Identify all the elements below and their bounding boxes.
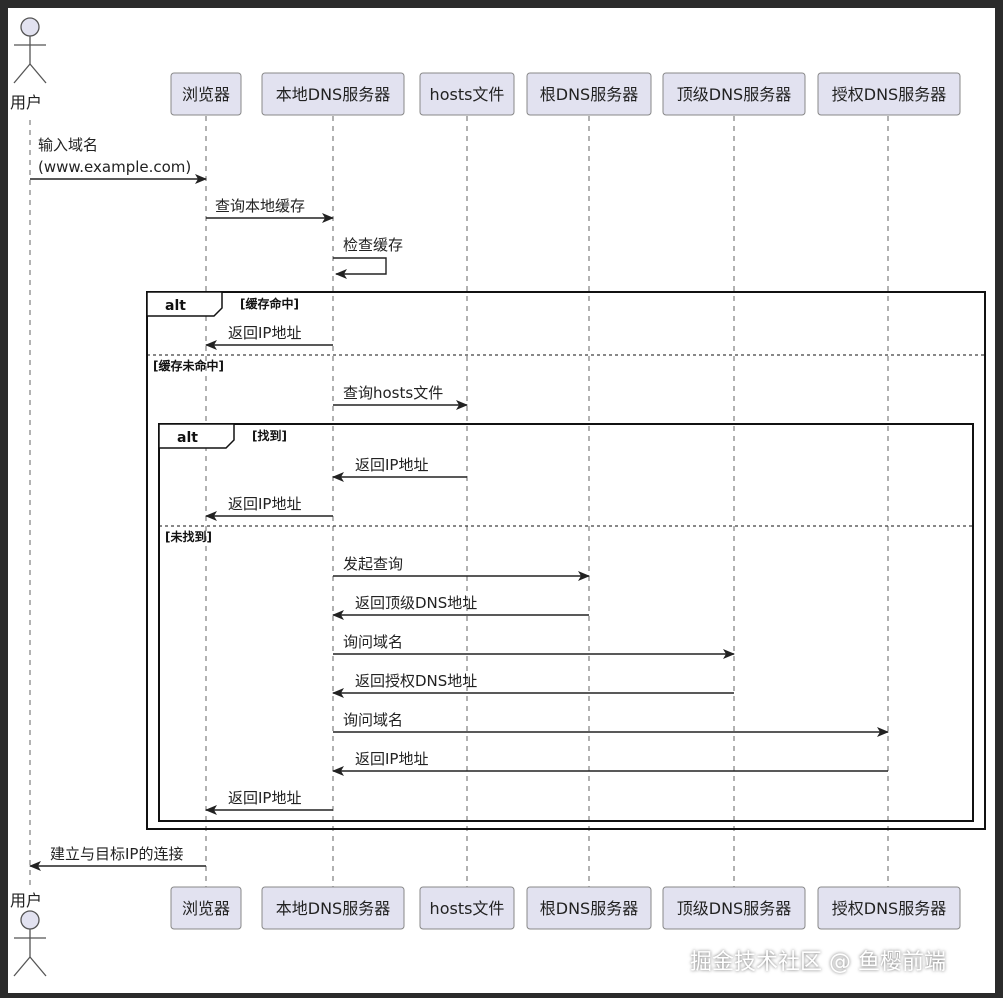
participant-label-auth-bottom: 授权DNS服务器	[832, 899, 946, 918]
fragment-tab-2	[158, 423, 235, 449]
participant-label-localdns-bottom: 本地DNS服务器	[276, 899, 390, 918]
participant-box-root-top	[526, 72, 652, 116]
actor-label-bottom: 用户	[10, 891, 42, 910]
message-label-8: 发起查询	[343, 555, 403, 573]
participant-box-browser-top	[170, 72, 242, 116]
fragment-keyword-1: alt	[165, 298, 186, 314]
participant-box-hosts-bottom	[419, 886, 515, 930]
participant-box-auth-bottom	[817, 886, 961, 930]
actor-leg-left-bottom	[13, 956, 31, 977]
actor-head-top	[20, 17, 40, 37]
actor-leg-right-top	[29, 63, 47, 84]
participant-box-browser-bottom	[170, 886, 242, 930]
message-label-1: 输入域名	[38, 136, 98, 154]
fragment-tab-1	[146, 291, 223, 317]
participant-box-hosts-top	[419, 72, 515, 116]
participant-box-localdns-bottom	[261, 886, 405, 930]
participant-label-root-top: 根DNS服务器	[540, 85, 638, 104]
message-label-13: 返回IP地址	[355, 750, 428, 768]
message-label-10: 询问域名	[343, 633, 403, 651]
participant-box-tld-top	[662, 72, 806, 116]
participant-label-root-bottom: 根DNS服务器	[540, 899, 638, 918]
actor-leg-left-top	[13, 63, 31, 84]
participant-label-localdns-top: 本地DNS服务器	[276, 85, 390, 104]
message-arrow-3	[333, 257, 387, 279]
fragment-guard-1-a: [缓存命中]	[240, 296, 299, 311]
fragment-alt-2	[158, 423, 974, 822]
participant-label-browser-bottom: 浏览器	[182, 899, 230, 918]
participant-box-tld-bottom	[662, 886, 806, 930]
participant-label-auth-top: 授权DNS服务器	[832, 85, 946, 104]
message-label-2: 查询本地缓存	[215, 197, 305, 215]
message-label-11: 返回授权DNS地址	[355, 672, 477, 690]
actor-leg-right-bottom	[29, 956, 47, 977]
fragment-keyword-2: alt	[177, 430, 198, 446]
message-label-12: 询问域名	[343, 711, 403, 729]
fragment-guard-2-b: [未找到]	[165, 529, 212, 544]
participant-label-browser-top: 浏览器	[182, 85, 230, 104]
message-label-7: 返回IP地址	[228, 495, 301, 513]
watermark: 掘金技术社区 @ 鱼樱前端	[690, 950, 946, 975]
actor-label-top: 用户	[10, 93, 42, 112]
message-label-14: 返回IP地址	[228, 789, 301, 807]
fragment-guard-2-a: [找到]	[252, 428, 287, 443]
fragment-guard-1-b: [缓存未命中]	[153, 358, 224, 373]
message-label-6: 返回IP地址	[355, 456, 428, 474]
participant-box-auth-top	[817, 72, 961, 116]
message-label-5: 查询hosts文件	[343, 384, 443, 402]
actor-head-bottom	[20, 910, 40, 930]
participant-label-tld-bottom: 顶级DNS服务器	[677, 899, 791, 918]
participant-box-localdns-top	[261, 72, 405, 116]
message-label-3: 检查缓存	[343, 236, 403, 254]
message-label-9: 返回顶级DNS地址	[355, 594, 477, 612]
participant-box-root-bottom	[526, 886, 652, 930]
message-label-1b: (www.example.com)	[38, 158, 191, 176]
message-label-4: 返回IP地址	[228, 324, 301, 342]
fragment-alt-1	[146, 291, 986, 830]
participant-label-hosts-top: hosts文件	[430, 85, 505, 104]
participant-label-tld-top: 顶级DNS服务器	[677, 85, 791, 104]
participant-label-hosts-bottom: hosts文件	[430, 899, 505, 918]
message-label-15: 建立与目标IP的连接	[50, 845, 183, 863]
